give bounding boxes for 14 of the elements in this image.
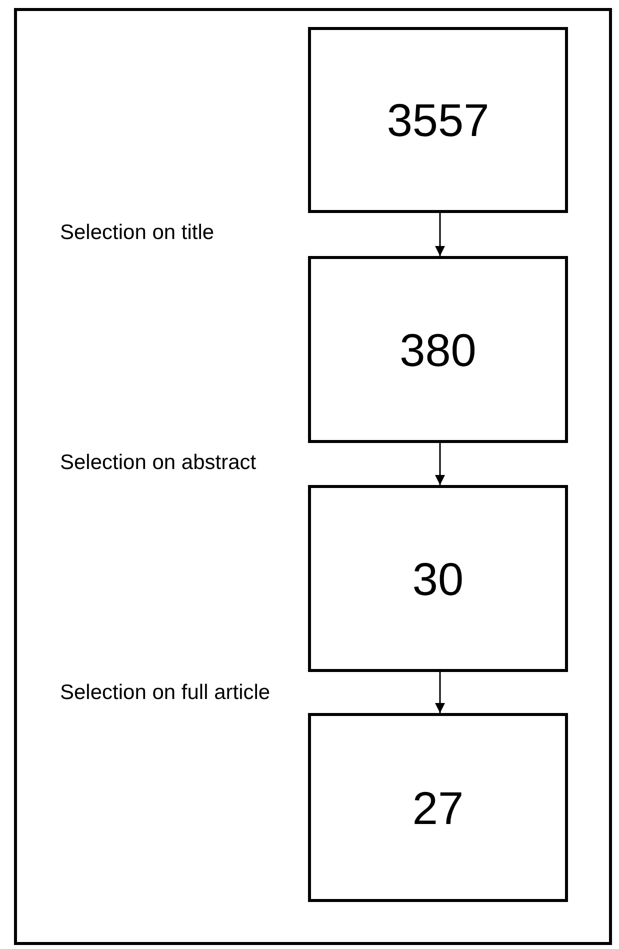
- count-text: 30: [412, 556, 464, 602]
- count-text: 3557: [386, 97, 490, 143]
- process-box: [308, 27, 568, 213]
- process-box: [308, 713, 568, 902]
- arrow: [435, 672, 445, 713]
- process-box: [308, 485, 568, 672]
- step-label: Selection on abstract: [60, 452, 256, 473]
- process-box: [308, 256, 568, 443]
- count-text: 380: [400, 326, 476, 372]
- arrow: [435, 443, 445, 485]
- arrow: [435, 213, 445, 256]
- step-label: Selection on full article: [60, 682, 270, 703]
- step-label: Selection on title: [60, 222, 214, 243]
- count-text: 27: [412, 784, 464, 830]
